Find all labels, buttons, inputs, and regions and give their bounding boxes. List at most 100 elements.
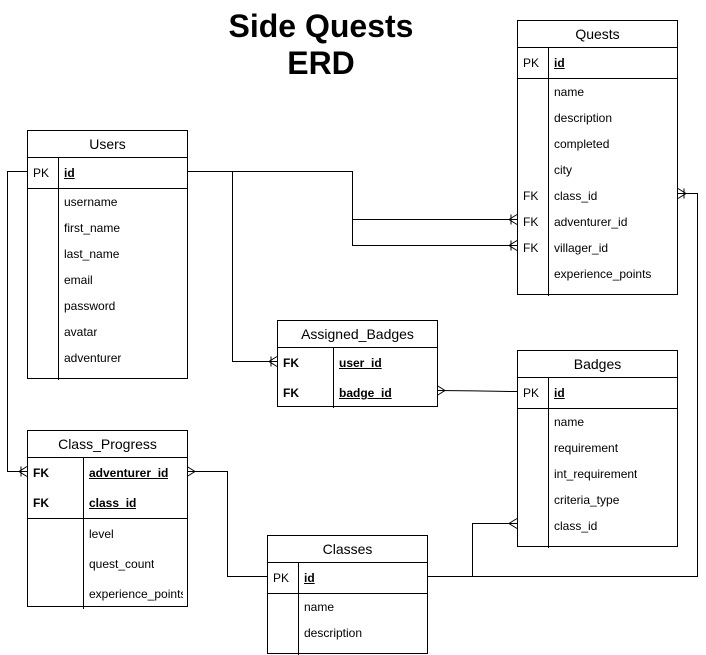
attribute-row: quest_count (28, 549, 187, 579)
attribute-row: level (28, 519, 187, 549)
field-name: badge_id (339, 386, 392, 400)
fk-attribute-row: FK villager_id (518, 235, 677, 261)
field-name: city (554, 163, 572, 177)
entity-quests[interactable]: Quests PK id name description completed … (517, 20, 678, 296)
crowfoot-class-progress-adventurer (18, 466, 28, 477)
entity-class-progress[interactable]: Class_Progress FK adventurer_id FK class_i… (27, 430, 188, 609)
rel-users-quests-villager (352, 219, 517, 246)
key-label: FK (278, 378, 334, 408)
field-name: adventurer (64, 351, 122, 365)
field-name: int_requirement (554, 467, 638, 481)
field-name: adventurer_id (89, 466, 169, 480)
field-name: adventurer_id (554, 215, 628, 229)
key-label: PK (28, 158, 59, 188)
pk-row: PK id (268, 563, 427, 594)
field-name: password (64, 299, 116, 313)
attribute-row: password (28, 293, 187, 319)
rel-users-assigned-badges (232, 171, 277, 362)
rel-classes-quests (472, 193, 698, 577)
field-name: name (554, 85, 585, 99)
field-name: email (64, 273, 93, 287)
attribute-row: criteria_type (518, 487, 677, 513)
key-label: FK (28, 488, 84, 518)
field-name: completed (554, 137, 610, 151)
field-name: class_id (554, 519, 598, 533)
attribute-row: avatar (28, 319, 187, 345)
field-name: experience_points (89, 587, 183, 601)
field-name: name (304, 600, 335, 614)
fk-row: FK badge_id (278, 378, 437, 408)
field-name: requirement (554, 441, 619, 455)
crowfoot-quests-class (677, 188, 687, 199)
pk-row: PK id (28, 158, 187, 189)
title-line-2: ERD (287, 45, 355, 81)
entity-title: Classes (268, 536, 427, 563)
attribute-row: email (28, 267, 187, 293)
attribute-row: adventurer (28, 345, 187, 371)
title-line-1: Side Quests (228, 8, 414, 44)
crowfoot-quests-adventurer (508, 214, 518, 225)
attribute-row: completed (518, 131, 677, 157)
attribute-row: experience_points (28, 579, 187, 609)
field-name: user_id (339, 356, 382, 370)
rel-classes-badges (427, 523, 517, 577)
key-label: FK (28, 458, 84, 488)
entity-title: Assigned_Badges (278, 321, 437, 348)
key-label: FK (518, 235, 549, 261)
field-name: id (554, 56, 565, 70)
attribute-row: description (518, 105, 677, 131)
crowfoot-assigned-badge (436, 385, 446, 396)
field-name: id (554, 386, 565, 400)
field-name: username (64, 195, 118, 209)
crowfoot-assigned-user (268, 356, 278, 367)
rel-classes-class-progress (187, 471, 267, 577)
key-label: FK (518, 183, 549, 209)
field-name: name (554, 415, 585, 429)
fk-attribute-row: FK class_id (518, 183, 677, 209)
key-label: FK (278, 348, 334, 378)
attribute-row: first_name (28, 215, 187, 241)
rel-users-quests-adventurer (188, 171, 517, 220)
entity-users[interactable]: Users PK id username first_name last_nam… (27, 130, 188, 380)
pk-row: PK id (518, 48, 677, 79)
fk-row: FK class_id (28, 488, 187, 519)
crowfoot-quests-villager (508, 240, 518, 251)
attribute-row: class_id (518, 513, 677, 539)
entity-title: Quests (518, 21, 677, 48)
key-label: FK (518, 209, 549, 235)
attribute-row: name (518, 79, 677, 105)
field-name: avatar (64, 325, 98, 339)
field-name: class_id (89, 496, 137, 510)
rel-users-class-progress (7, 171, 27, 472)
entity-assigned-badges[interactable]: Assigned_Badges FK user_id FK badge_id (277, 320, 438, 408)
attribute-row: int_requirement (518, 461, 677, 487)
field-name: id (64, 166, 75, 180)
field-name: class_id (554, 189, 598, 203)
attribute-row: name (518, 409, 677, 435)
field-name: id (304, 571, 315, 585)
field-name: experience_points (554, 267, 652, 281)
field-name: level (89, 527, 114, 541)
entity-classes[interactable]: Classes PK id name description (267, 535, 428, 655)
field-name: quest_count (89, 557, 155, 571)
entity-title: Users (28, 131, 187, 158)
field-name: villager_id (554, 241, 609, 255)
key-label: PK (268, 563, 299, 593)
entity-title: Class_Progress (28, 431, 187, 458)
attribute-row: experience_points (518, 261, 677, 287)
attribute-row: name (268, 594, 427, 620)
entity-title: Badges (518, 351, 677, 378)
field-name: description (554, 111, 613, 125)
diagram-title: Side Quests ERD (200, 8, 442, 82)
entity-badges[interactable]: Badges PK id name requirement int_requir… (517, 350, 678, 548)
attribute-row: description (268, 620, 427, 646)
field-name: last_name (64, 247, 120, 261)
key-label: PK (518, 48, 549, 78)
attribute-row: city (518, 157, 677, 183)
attribute-row: last_name (28, 241, 187, 267)
fk-row: FK user_id (278, 348, 437, 378)
fk-row: FK adventurer_id (28, 458, 187, 488)
field-name: first_name (64, 221, 121, 235)
rel-badges-assigned-badges (436, 390, 518, 392)
